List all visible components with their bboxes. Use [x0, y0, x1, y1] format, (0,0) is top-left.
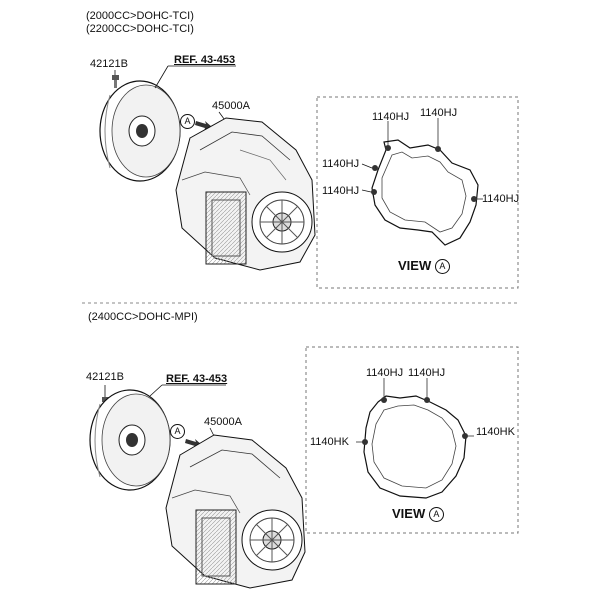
- bolt-part-number[interactable]: 42121B: [86, 371, 124, 383]
- callout-label[interactable]: 1140HK: [476, 426, 515, 438]
- bolt-part-number[interactable]: 42121B: [90, 58, 128, 70]
- gasket-view-top: [361, 118, 483, 246]
- ref-link[interactable]: REF. 43-453: [166, 373, 228, 385]
- transaxle-assembly-icon: [165, 434, 306, 589]
- view-title-text: VIEW: [392, 505, 426, 521]
- engine-variant-label: (2000CC>DOHC-TCI): [86, 10, 194, 22]
- engine-variant-label: (2400CC>DOHC-MPI): [88, 311, 198, 323]
- callout-label[interactable]: 1140HJ: [322, 158, 360, 170]
- callout-label[interactable]: 1140HJ: [366, 367, 404, 379]
- callout-label[interactable]: 1140HJ: [420, 107, 458, 119]
- view-title-text: VIEW: [398, 257, 432, 273]
- view-title: VIEW A: [392, 507, 444, 522]
- gasket-view-bottom: [356, 378, 474, 499]
- callout-label[interactable]: 1140HK: [310, 436, 349, 448]
- transaxle-part-number[interactable]: 45000A: [204, 416, 242, 428]
- bolt-icon: [112, 70, 119, 88]
- callout-label[interactable]: 1140HJ: [408, 367, 446, 379]
- transaxle-part-number[interactable]: 45000A: [212, 100, 250, 112]
- view-box-bottom: [305, 346, 519, 534]
- torque-converter-icon: [99, 80, 181, 182]
- engine-variant-label: (2200CC>DOHC-TCI): [86, 23, 194, 35]
- view-box-top: [316, 96, 519, 289]
- view-letter: A: [434, 259, 450, 274]
- torque-converter-icon: [89, 389, 171, 491]
- view-marker: A: [170, 424, 185, 439]
- ref-link[interactable]: REF. 43-453: [174, 54, 236, 66]
- view-marker-letter: A: [170, 424, 185, 439]
- view-letter: A: [428, 507, 444, 522]
- callout-label[interactable]: 1140HJ: [372, 111, 410, 123]
- view-title: VIEW A: [398, 259, 450, 274]
- callout-label[interactable]: 1140HJ: [322, 185, 360, 197]
- callout-label[interactable]: 1140HJ: [482, 193, 520, 205]
- transaxle-assembly-icon: [175, 117, 316, 271]
- view-marker-letter: A: [180, 114, 195, 129]
- view-marker: A: [180, 114, 195, 129]
